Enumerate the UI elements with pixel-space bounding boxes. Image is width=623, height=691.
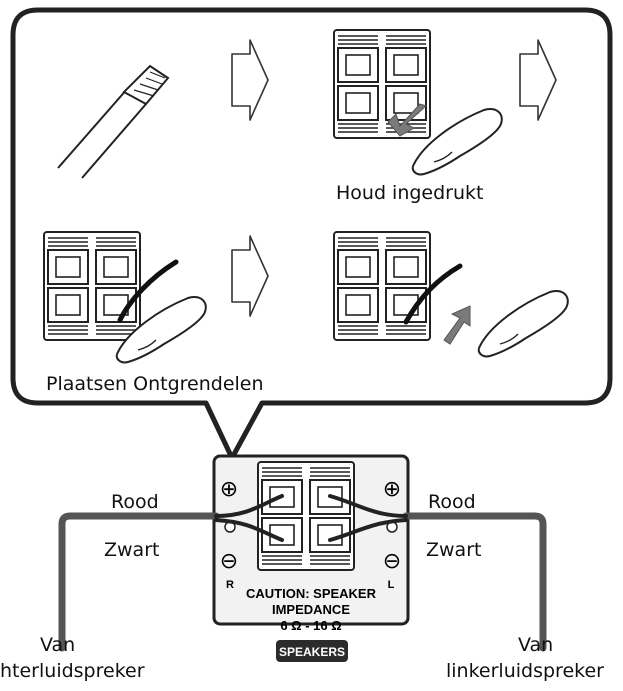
speakers-badge-label: SPEAKERS: [279, 645, 345, 659]
speaker-back-panel: [212, 454, 410, 662]
right-red-label: Rood: [428, 491, 476, 513]
terminal-block-icon: [43, 231, 141, 341]
stripped-wire-icon: [57, 64, 170, 179]
plus-symbol-right: ⊕: [383, 476, 401, 501]
caution-line-3: 6 Ω - 16 Ω: [280, 618, 341, 633]
left-red-label: Rood: [111, 491, 159, 513]
wire-black: [117, 259, 179, 323]
hold-label: Houd ingedrukt: [336, 182, 484, 204]
right-source-line-1: Van: [518, 634, 554, 656]
press-arrow-icon: [443, 305, 471, 345]
wire-black: [403, 263, 463, 325]
right-source-line-2: linkerluidspreker: [446, 660, 604, 682]
left-source-line-1: Van: [40, 634, 76, 656]
channel-r-label: R: [226, 579, 234, 591]
right-black-label: Zwart: [426, 539, 482, 561]
speaker-cables: [58, 494, 547, 652]
plus-symbol-left: ⊕: [220, 476, 238, 501]
minus-symbol-left: ⊖: [220, 548, 238, 573]
speakers-badge: [276, 640, 348, 662]
caution-line-1: CAUTION: SPEAKER: [246, 586, 377, 601]
terminal-block-icon: [333, 231, 431, 341]
terminal-block-icon: [333, 29, 431, 139]
channel-l-label: L: [388, 579, 395, 591]
minus-symbol-right: ⊖: [383, 548, 401, 573]
press-arrow-icon: [387, 103, 427, 137]
left-source-line-2: hterluidspreker: [0, 660, 145, 682]
insert-release-label: Plaatsen Ontgrendelen: [46, 373, 264, 395]
left-black-label: Zwart: [104, 539, 160, 561]
caution-line-2: IMPEDANCE: [272, 602, 350, 617]
